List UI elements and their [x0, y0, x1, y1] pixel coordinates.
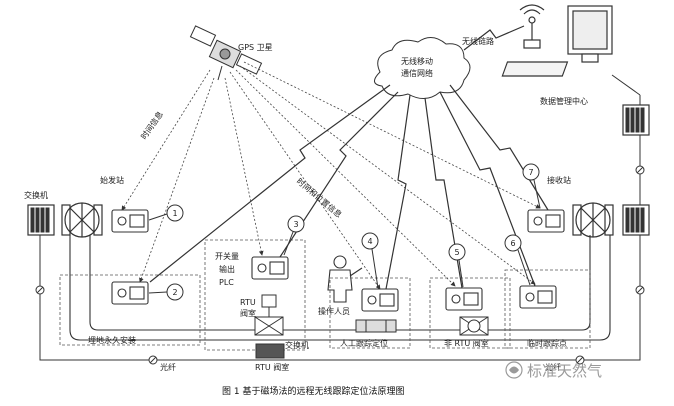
- tracker-devices: [111, 209, 565, 312]
- center-network-line: [611, 74, 641, 96]
- wireless-network-label-2: 通信网络: [401, 68, 433, 78]
- marker-2: 2: [172, 288, 177, 297]
- marker-7: 7: [528, 168, 533, 177]
- figure-caption: 图 1 基于磁场法的远程无线跟踪定位法原理图: [222, 385, 404, 397]
- manual-tracking-label: 人工跟踪定位: [340, 338, 388, 348]
- marker-3: 3: [293, 220, 298, 229]
- fiber-bottom-label: 光纤: [160, 362, 176, 372]
- dashed-zones: [59, 239, 591, 351]
- watermark: 标准天然气: [505, 361, 602, 380]
- marker-4: 4: [367, 237, 372, 246]
- valve-chamber-label-1: RTU: [240, 298, 256, 307]
- wireless-network-cloud: [374, 37, 471, 99]
- plc-label-2: 输出: [219, 264, 235, 274]
- marker-circles: [148, 163, 541, 301]
- gps-satellite-icon: [189, 25, 263, 81]
- plc-label-1: 开关量: [215, 251, 239, 261]
- switch-left-icon: [27, 204, 55, 236]
- marker-numbers: 1 2 3 4 5 6 7: [172, 168, 533, 297]
- wireless-link-label: 无线链路: [462, 36, 494, 46]
- gps-signal-lines: [121, 61, 541, 290]
- switch-right-top-icon: [622, 104, 650, 136]
- wireless-links: [149, 25, 549, 290]
- permanent-install-label: 埋地永久安装: [88, 335, 136, 345]
- time-position-info-label: 时间和位置信息: [295, 176, 344, 220]
- switch-right-bottom-icon: [622, 204, 650, 236]
- receive-station-label: 接收站: [547, 175, 571, 185]
- operator-figure-icon: [327, 255, 363, 303]
- pipeline-valves: [254, 294, 489, 359]
- marker-5: 5: [454, 248, 459, 257]
- plc-label-3: PLC: [219, 278, 234, 287]
- data-center-label: 数据管理中心: [540, 96, 588, 106]
- marker-6: 6: [510, 239, 515, 248]
- non-rtu-valve-label: 非 RTU 阀室: [444, 338, 489, 348]
- wireless-network-label-1: 无线移动: [401, 56, 433, 66]
- temp-tracking-label: 临时跟踪点: [527, 338, 567, 348]
- rtu-valve-bottom-label: RTU 阀室: [255, 362, 289, 372]
- start-station-valve: [61, 202, 103, 238]
- marker-1: 1: [172, 209, 177, 218]
- pipeline: [69, 235, 611, 341]
- fiber-right-label: 光纤: [545, 362, 561, 372]
- data-center-computer-icon: [501, 4, 613, 77]
- receive-station-valve: [572, 202, 614, 238]
- switch-left-label: 交换机: [24, 190, 48, 200]
- time-info-label: 时间信息: [138, 109, 165, 141]
- switch-bottom-label: 交换机: [285, 340, 309, 350]
- gps-satellite-label: GPS 卫星: [238, 43, 273, 52]
- fiber-joints: [35, 165, 645, 365]
- watermark-logo-icon: [505, 361, 523, 379]
- valve-chamber-label-2: 阀室: [240, 308, 256, 318]
- operator-label: 操作人员: [318, 306, 350, 316]
- start-station-label: 始发站: [100, 175, 124, 185]
- watermark-text: 标准天然气: [527, 362, 602, 380]
